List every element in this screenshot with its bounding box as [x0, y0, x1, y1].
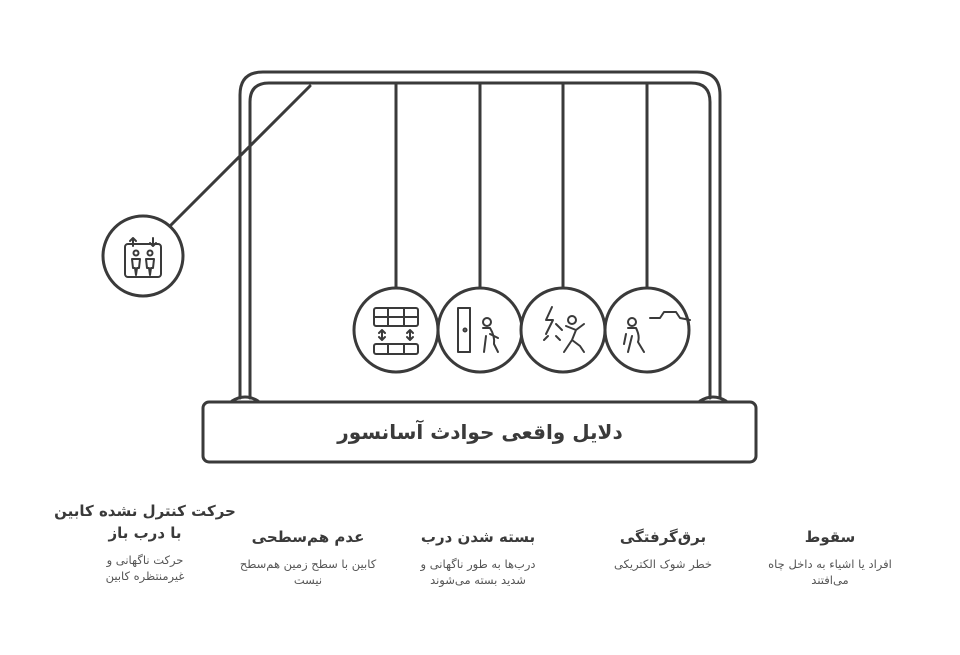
elevator-icon	[124, 237, 162, 278]
item-title: حرکت کنترل نشده کابین با درب باز	[54, 502, 236, 542]
diagram-title: دلایل واقعی حوادث آسانسور	[337, 420, 623, 444]
item-title: برق‌گرفتگی	[619, 528, 707, 546]
item-uncontrolled-movement: حرکت کنترل نشده کابین با درب باز حرکت نا…	[50, 496, 240, 584]
item-description: کابین با سطح زمین هم‌سطح نیست	[239, 557, 377, 587]
item-title: عدم هم‌سطحی	[251, 528, 365, 546]
item-description: خطر شوک الکتریکی	[613, 557, 713, 571]
floor-misalignment-icon	[373, 307, 419, 355]
item-description: حرکت ناگهانی و غیرمنتظره کابین	[105, 553, 185, 583]
ball-floor-misalignment	[352, 286, 440, 374]
item-description: افراد یا اشیاء به داخل چاه می‌افتند	[768, 557, 892, 587]
item-title: بسته شدن درب	[420, 528, 536, 546]
cradle-frame-outer	[238, 70, 722, 400]
item-falling: سقوط افراد یا اشیاء به داخل چاه می‌افتند	[745, 496, 915, 588]
item-title: سقوط	[804, 528, 856, 546]
door-closing-icon	[457, 307, 499, 353]
ball-elevator	[101, 214, 185, 298]
item-electric-shock: برق‌گرفتگی خطر شوک الکتریکی	[578, 496, 748, 572]
item-door-closing: بسته شدن درب درب‌ها به طور ناگهانی و شدی…	[408, 496, 548, 588]
swing-string	[166, 84, 312, 230]
item-floor-misalignment: عدم هم‌سطحی کابین با سطح زمین هم‌سطح نیس…	[238, 496, 378, 588]
electric-shock-icon	[543, 306, 585, 353]
falling-person-icon	[623, 311, 691, 353]
ball-falling	[603, 286, 691, 374]
ball-electric-shock	[519, 286, 607, 374]
item-description: درب‌ها به طور ناگهانی و شدید بسته می‌شون…	[420, 557, 536, 587]
cradle-base	[201, 400, 758, 464]
ball-door-closing	[436, 286, 524, 374]
